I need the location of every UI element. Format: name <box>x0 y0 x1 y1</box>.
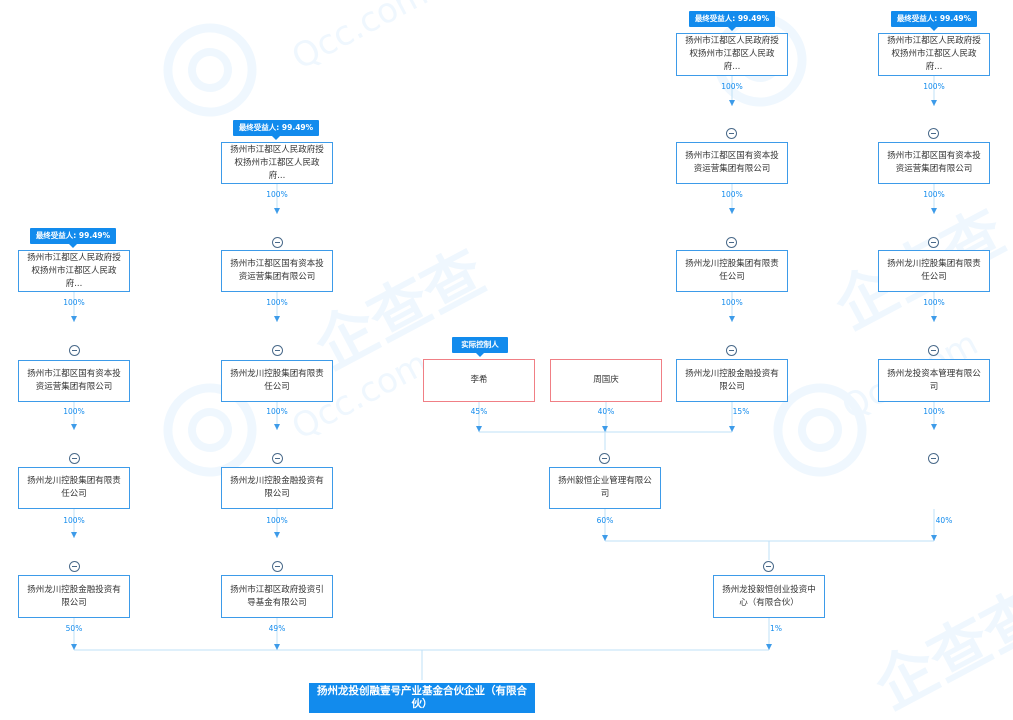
collapse-toggle-icon[interactable] <box>726 345 737 356</box>
ratio-label: 100% <box>266 190 288 199</box>
collapse-toggle-icon[interactable] <box>726 237 737 248</box>
arrow-down-icon <box>274 424 280 430</box>
arrow-down-icon <box>274 316 280 322</box>
ratio-label: 100% <box>266 516 288 525</box>
shareholder-node[interactable]: 扬州市江都区国有资本投资运营集团有限公司 <box>878 142 990 184</box>
ratio-label: 100% <box>721 190 743 199</box>
shareholder-node[interactable]: 扬州龙川控股集团有限责任公司 <box>18 467 130 509</box>
ultimate-beneficiary-badge: 最终受益人: 99.49% <box>689 11 775 31</box>
watermark-domain-text: Qcc.com <box>285 0 434 78</box>
watermark-logo-icon <box>773 383 867 477</box>
collapse-toggle-icon[interactable] <box>272 237 283 248</box>
shareholder-node[interactable]: 扬州龙川控股金融投资有限公司 <box>221 467 333 509</box>
collapse-toggle-icon[interactable] <box>763 561 774 572</box>
arrow-down-icon <box>729 316 735 322</box>
watermark-logo-icon <box>163 23 257 117</box>
target-company-node[interactable]: 扬州龙投创融壹号产业基金合伙企业（有限合伙） <box>309 683 535 713</box>
shareholder-node[interactable]: 扬州龙川控股集团有限责任公司 <box>221 360 333 402</box>
ratio-label: 15% <box>732 407 750 416</box>
ultimate-beneficiary-badge: 最终受益人: 99.49% <box>233 120 319 140</box>
ratio-label: 100% <box>923 298 945 307</box>
shareholder-node[interactable]: 扬州龙投资本管理有限公司 <box>878 359 990 402</box>
collapse-toggle-icon[interactable] <box>928 345 939 356</box>
arrow-down-icon <box>729 426 735 432</box>
collapse-toggle-icon[interactable] <box>928 237 939 248</box>
shareholder-node[interactable]: 扬州龙投毅恒创业投资中心（有限合伙） <box>713 575 825 618</box>
ratio-label: 1% <box>770 624 782 633</box>
ratio-label: 100% <box>923 190 945 199</box>
arrow-down-icon <box>71 424 77 430</box>
arrow-down-icon <box>602 426 608 432</box>
ratio-label: 40% <box>597 407 615 416</box>
collapse-toggle-icon[interactable] <box>726 128 737 139</box>
arrow-down-icon <box>274 532 280 538</box>
shareholder-node[interactable]: 扬州龙川控股金融投资有限公司 <box>676 359 788 402</box>
ratio-label: 100% <box>923 407 945 416</box>
arrow-down-icon <box>274 208 280 214</box>
collapse-toggle-icon[interactable] <box>928 453 939 464</box>
collapse-toggle-icon[interactable] <box>928 128 939 139</box>
ratio-label: 45% <box>470 407 488 416</box>
arrow-down-icon <box>476 426 482 432</box>
arrow-down-icon <box>71 316 77 322</box>
collapse-toggle-icon[interactable] <box>599 453 610 464</box>
connector-arrows <box>71 100 937 650</box>
arrow-down-icon <box>931 535 937 541</box>
shareholder-node[interactable]: 扬州市江都区人民政府授权扬州市江都区人民政府... <box>18 250 130 292</box>
arrow-down-icon <box>931 100 937 106</box>
actual-controller-badge: 实际控制人 <box>452 337 508 357</box>
ultimate-beneficiary-badge: 最终受益人: 99.49% <box>30 228 116 248</box>
arrow-down-icon <box>729 208 735 214</box>
ratio-label: 40% <box>935 516 953 525</box>
connector-lines <box>73 76 935 680</box>
ratio-label: 100% <box>63 516 85 525</box>
ratio-label: 100% <box>266 298 288 307</box>
shareholder-node[interactable]: 扬州龙川控股集团有限责任公司 <box>878 250 990 292</box>
arrow-down-icon <box>729 100 735 106</box>
person-node-li-xi[interactable]: 李希 <box>423 359 535 402</box>
arrow-down-icon <box>931 208 937 214</box>
arrow-down-icon <box>602 535 608 541</box>
shareholder-node[interactable]: 扬州龙川控股集团有限责任公司 <box>676 250 788 292</box>
ratio-label: 100% <box>721 298 743 307</box>
shareholder-node[interactable]: 扬州龙川控股金融投资有限公司 <box>18 575 130 618</box>
arrow-down-icon <box>931 424 937 430</box>
person-node-zhou-guoqing[interactable]: 周国庆 <box>550 359 662 402</box>
ratio-label: 50% <box>65 624 83 633</box>
shareholder-node[interactable]: 扬州市江都区人民政府授权扬州市江都区人民政府... <box>221 142 333 184</box>
shareholder-node[interactable]: 扬州市江都区国有资本投资运营集团有限公司 <box>18 360 130 402</box>
ultimate-beneficiary-badge: 最终受益人: 99.49% <box>891 11 977 31</box>
arrow-down-icon <box>71 532 77 538</box>
collapse-toggle-icon[interactable] <box>69 453 80 464</box>
arrow-down-icon <box>71 644 77 650</box>
shareholder-node[interactable]: 扬州市江都区国有资本投资运营集团有限公司 <box>676 142 788 184</box>
shareholder-node[interactable]: 扬州市江都区人民政府授权扬州市江都区人民政府... <box>676 33 788 76</box>
collapse-toggle-icon[interactable] <box>272 453 283 464</box>
ratio-label: 100% <box>63 298 85 307</box>
shareholder-node[interactable]: 扬州市江都区国有资本投资运营集团有限公司 <box>221 250 333 292</box>
collapse-toggle-icon[interactable] <box>272 561 283 572</box>
ratio-label: 100% <box>63 407 85 416</box>
ratio-label: 60% <box>596 516 614 525</box>
shareholder-node[interactable]: 扬州市江都区政府投资引导基金有限公司 <box>221 575 333 618</box>
watermark-brand-text: 企查查 <box>864 577 1013 720</box>
collapse-toggle-icon[interactable] <box>69 561 80 572</box>
collapse-toggle-icon[interactable] <box>69 345 80 356</box>
ratio-label: 100% <box>721 82 743 91</box>
arrow-down-icon <box>766 644 772 650</box>
ratio-label: 49% <box>268 624 286 633</box>
arrow-down-icon <box>274 644 280 650</box>
shareholder-node[interactable]: 扬州毅恒企业管理有限公司 <box>549 467 661 509</box>
collapse-toggle-icon[interactable] <box>272 345 283 356</box>
ratio-label: 100% <box>923 82 945 91</box>
shareholder-node[interactable]: 扬州市江都区人民政府授权扬州市江都区人民政府... <box>878 33 990 76</box>
ratio-label: 100% <box>266 407 288 416</box>
arrow-down-icon <box>931 316 937 322</box>
